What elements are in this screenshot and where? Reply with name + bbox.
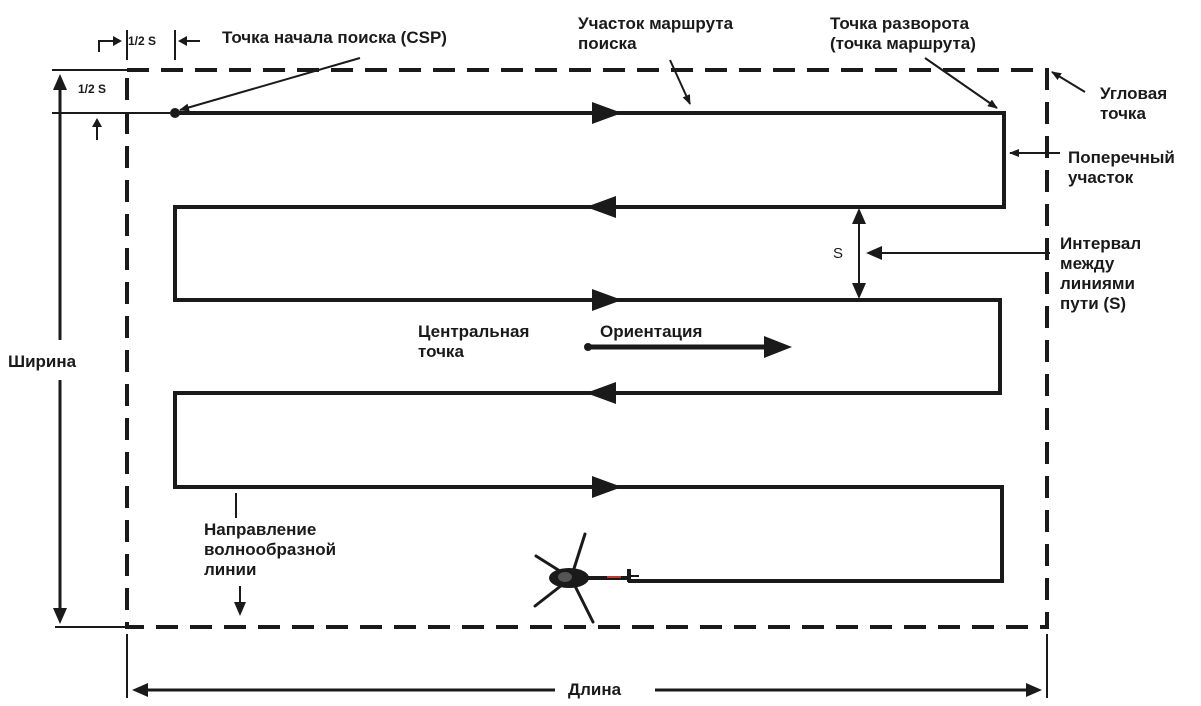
cross-leg-label: Поперечный участок: [1068, 148, 1175, 187]
length-label: Длина: [568, 680, 622, 699]
csp-label: Точка начала поиска (CSP): [222, 28, 447, 47]
csp-leader: [179, 57, 361, 112]
width-dimension: [53, 74, 127, 628]
start-point: [170, 108, 180, 118]
helicopter-icon: [533, 532, 639, 624]
center-point-label: Центральная точка: [418, 322, 530, 361]
search-area-boundary: [125, 68, 1049, 629]
half-s-top-marker: [98, 30, 200, 60]
half-s-left-label: 1/2 S: [78, 82, 107, 96]
creep-direction-pointer: [234, 493, 246, 616]
leg-direction-arrows: [586, 102, 622, 498]
turn-point-label: Точка разворота (точка маршрута): [830, 14, 976, 53]
arrow-left-leg-2: [586, 196, 616, 218]
track-spacing-label: Интервал между линиями пути (S): [1060, 234, 1142, 313]
half-s-left-marker: [52, 69, 170, 140]
search-leg-label: Участок маршрута поиска: [578, 14, 734, 53]
s-label: S: [833, 245, 844, 262]
half-s-top-label: 1/2 S: [128, 34, 157, 48]
width-label: Ширина: [8, 352, 77, 371]
turn-point-leader: [924, 57, 998, 109]
orientation-arrow: [584, 336, 792, 358]
arrow-right-leg-3: [592, 289, 622, 311]
corner-point-label: Угловая точка: [1100, 84, 1168, 123]
corner-point-leader: [1051, 71, 1086, 93]
arrow-right-leg-1: [592, 102, 622, 124]
length-dimension: [126, 634, 1048, 698]
arrow-right-leg-5: [592, 476, 622, 498]
search-track-path: [173, 111, 1006, 583]
track-spacing-indicator: [852, 208, 1050, 299]
creep-direction-label: Направление волнообразной линии: [204, 520, 337, 579]
leader-lines: [179, 57, 1086, 157]
orientation-label: Ориентация: [600, 322, 703, 341]
search-leg-leader: [669, 59, 691, 105]
arrow-left-leg-4: [586, 382, 616, 404]
